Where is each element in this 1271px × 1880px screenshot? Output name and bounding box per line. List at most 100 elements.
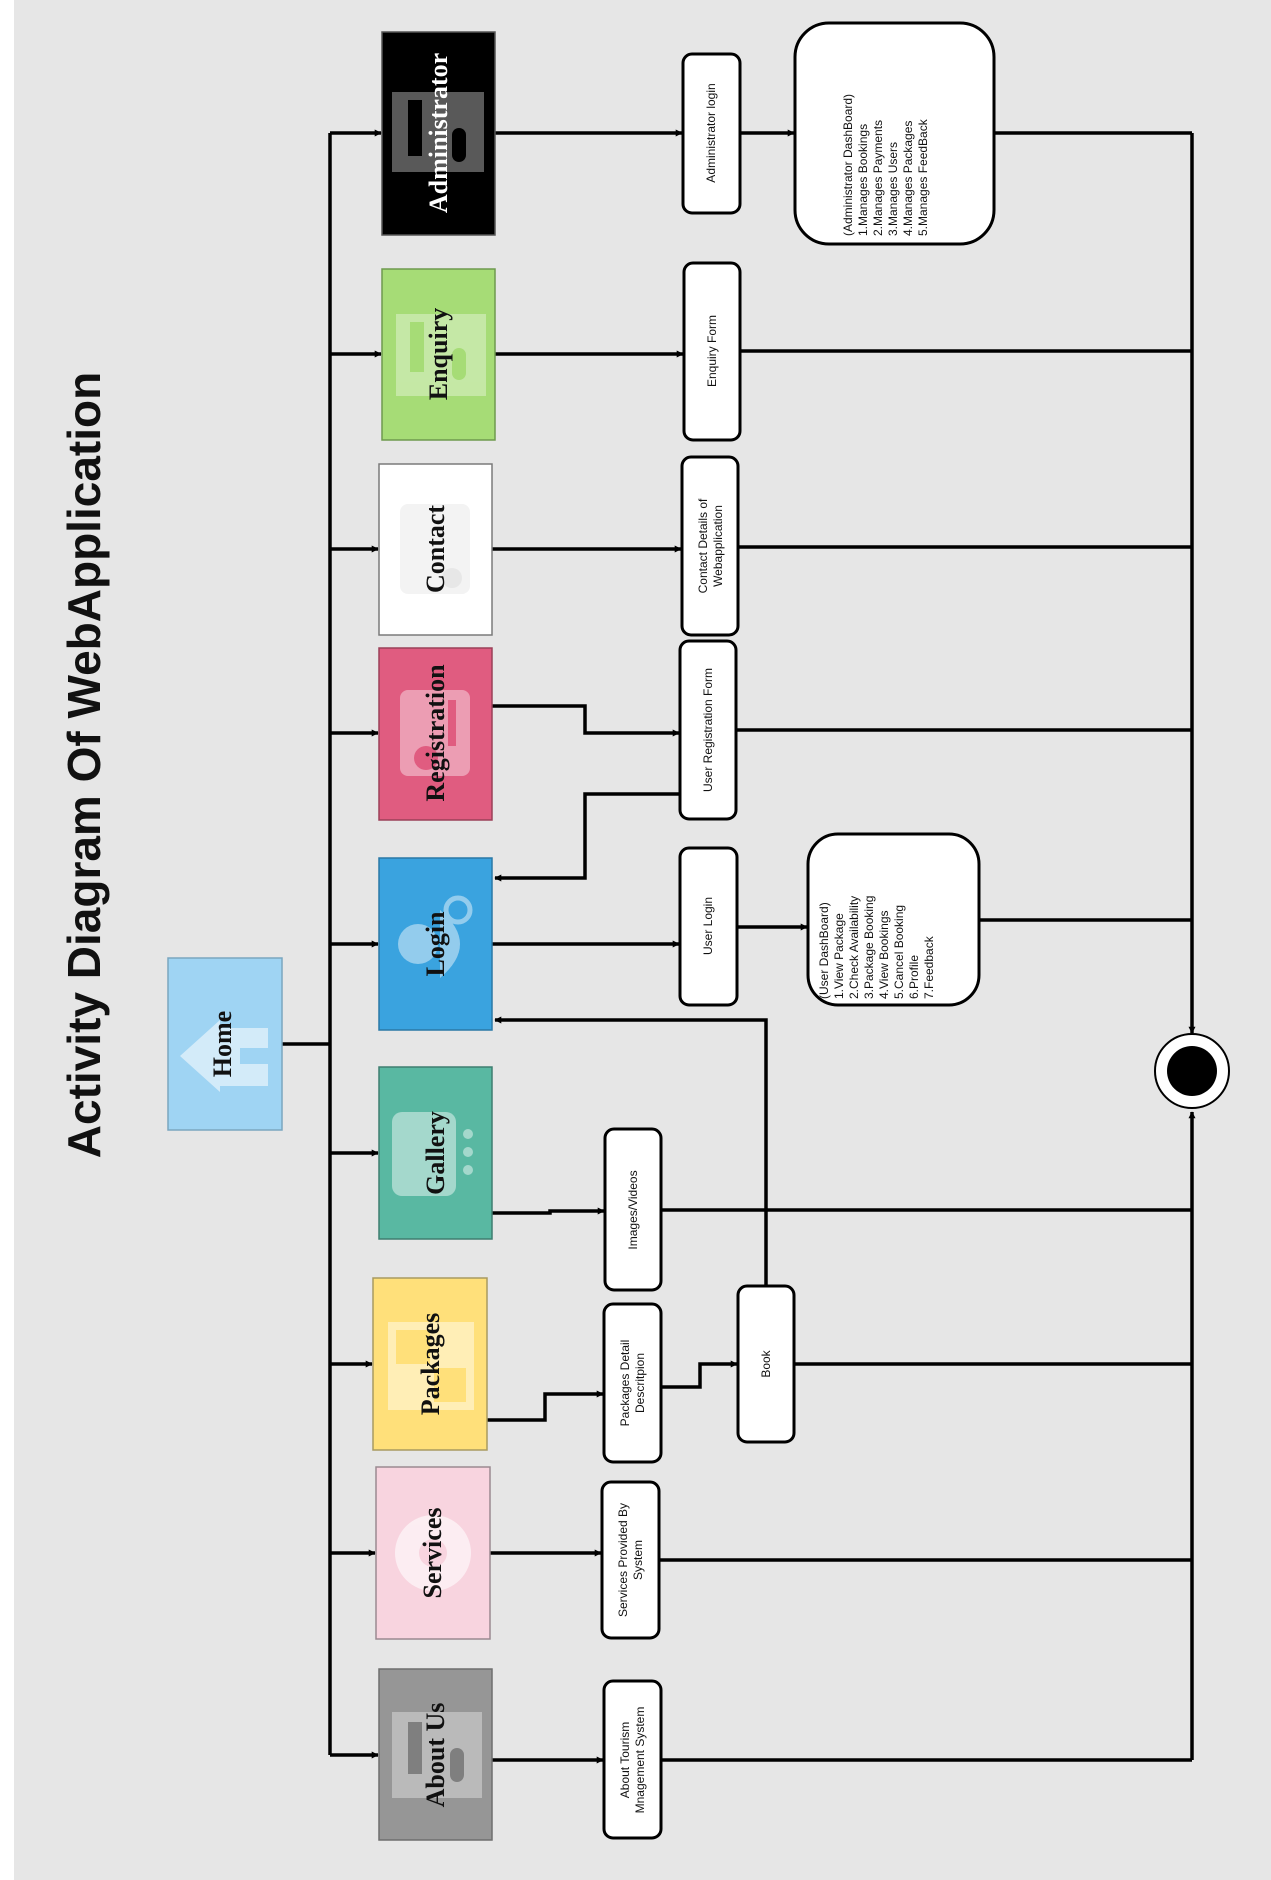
activity-images-videos[interactable]: Images/Videos [603,1127,663,1292]
tile-registration-bg [378,647,493,821]
activity-user-registration-form-box [678,639,738,821]
activity-user-login-line-1: User Login [701,897,715,955]
document-icon [392,1712,482,1798]
activity-packages-detail[interactable]: Packages Detail Descritpion [602,1302,663,1464]
document-icon [396,314,486,396]
tile-enquiry-bg [381,268,496,441]
tile-packages-label: Packages [416,1313,445,1416]
user-dashboard-line-7: 6.Profile [907,955,921,999]
activity-services-provided-line-1: Services Provided By [616,1503,630,1617]
edge-book-to-login [494,1016,768,1286]
user-card-icon [400,690,470,776]
tile-administrator-bg [381,31,496,236]
user-dashboard-line-6: 5.Cancel Booking [892,905,906,999]
administrator-dashboard-line-3: 2.Manages Payments [871,120,885,236]
administrator-dashboard-line-5: 4.Manages Packages [901,121,915,236]
activity-book[interactable]: Book [736,1284,796,1444]
tile-about-us-label: About Us [421,1703,450,1808]
tile-registration-label: Registration [421,664,450,802]
tile-services[interactable]: Services [375,1466,491,1640]
activity-user-login-box [678,846,739,1007]
edge-packages-detail [487,1390,604,1422]
user-dashboard-line-1: (User DashBoard) [817,902,831,999]
activity-packages-detail-line-2: Descritpion [633,1353,647,1413]
user-dashboard[interactable]: (User DashBoard) 1.View Package 2.Check … [806,832,981,1007]
tile-packages[interactable]: Packages [372,1277,488,1451]
user-dashboard-line-8: 7.Feedback [922,935,936,999]
activity-administrator-login[interactable]: Administrator login [681,52,742,215]
diagram-title: Activity Diagram Of WebApplication [58,372,110,1158]
image-icon [388,1322,474,1410]
activity-administrator-login-box [681,52,742,215]
activity-enquiry-form-line-1: Enquiry Form [705,315,719,387]
activity-services-provided-box [600,1480,661,1640]
diagram-title-text: Activity Diagram Of WebApplication [58,372,110,1158]
administrator-dashboard-line-4: 3.Manages Users [886,142,900,236]
home-tile[interactable]: Home [167,957,283,1131]
activity-administrator-login-line-1: Administrator login [704,83,718,182]
activity-images-videos-line-1: Images/Videos [626,1170,640,1249]
tile-login-label: Login [421,911,450,977]
activity-contact-details-line-2: Webapplication [711,505,725,587]
activity-images-videos-box [603,1127,663,1292]
house-icon [180,1020,268,1092]
gear-icon [395,1515,471,1591]
activity-packages-detail-line-1: Packages Detail [618,1340,632,1427]
home-label: Home [208,1011,237,1077]
tile-gallery[interactable]: Gallery [378,1066,493,1240]
activity-about-tourism-box [602,1679,663,1840]
activity-user-registration-form[interactable]: User Registration Form [678,639,738,821]
tile-login[interactable]: Login [378,857,493,1031]
activity-book-box [736,1284,796,1444]
user-dashboard-box [806,832,981,1007]
tile-enquiry-label: Enquiry [424,308,453,401]
activity-user-login[interactable]: User Login [678,846,739,1007]
user-dashboard-line-3: 2.Check Availability [847,896,861,999]
administrator-dashboard-box [793,21,996,246]
tile-gallery-bg [378,1066,493,1240]
chat-icon [400,504,470,594]
administrator-dashboard-line-6: 5.Manages FeedBack [916,118,930,236]
tile-login-bg [378,857,493,1031]
tile-contact-label: Contact [421,505,450,593]
activity-book-line-1: Book [759,1349,773,1377]
tile-enquiry[interactable]: Enquiry [381,268,496,441]
document-icon [392,92,484,172]
user-dashboard-line-2: 1.View Package [832,913,846,999]
activity-about-tourism[interactable]: About Tourism Mnagement System [602,1679,663,1840]
tile-about-us-bg [378,1668,493,1841]
activity-enquiry-form[interactable]: Enquiry Form [682,261,742,442]
tile-services-label: Services [418,1508,447,1599]
user-dashboard-line-5: 4.View Bookings [877,911,891,1000]
image-icon [392,1112,473,1196]
end-node [1154,1033,1230,1109]
edge-book [662,1360,738,1389]
tile-contact[interactable]: Contact [378,463,493,636]
connectors [282,129,1196,1764]
activity-contact-details[interactable]: Contact Details of Webapplication [680,455,740,637]
tile-administrator-label: Administrator [424,53,453,213]
user-icon [398,895,473,978]
activity-services-provided-line-2: System [631,1540,645,1580]
user-dashboard-line-4: 3.Package Booking [862,896,876,999]
tile-about-us[interactable]: About Us [378,1668,493,1841]
activity-enquiry-form-box [682,261,742,442]
edge-images-videos [492,1207,605,1215]
activity-packages-detail-box [602,1302,663,1464]
activity-contact-details-line-1: Contact Details of [696,498,710,593]
tile-packages-bg [372,1277,488,1451]
activity-user-registration-form-line-1: User Registration Form [701,668,715,792]
tile-gallery-label: Gallery [421,1111,450,1195]
activity-services-provided[interactable]: Services Provided By System [600,1480,661,1640]
tile-registration[interactable]: Registration [378,647,493,821]
administrator-dashboard-line-2: 1.Manages Bookings [856,124,870,236]
activity-about-tourism-line-2: Mnagement System [633,1707,647,1814]
edge-registration-form [492,704,680,737]
activity-about-tourism-line-1: About Tourism [618,1722,632,1798]
activity-contact-details-box [680,455,740,637]
administrator-dashboard-line-1: (Administrator DashBoard) [841,94,855,236]
administrator-dashboard[interactable]: (Administrator DashBoard) 1.Manages Book… [793,21,996,246]
edge-registration-to-login [494,792,679,882]
tile-administrator[interactable]: Administrator [381,31,496,236]
